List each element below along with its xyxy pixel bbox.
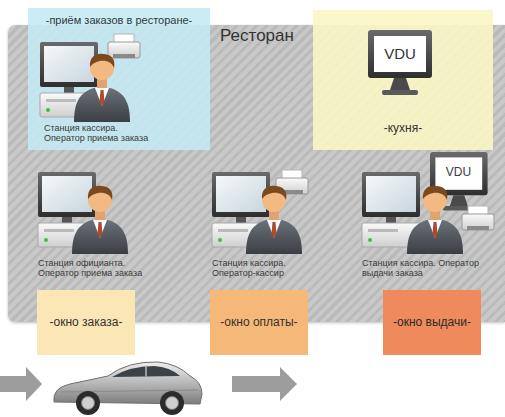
zone-title: -окно заказа-: [50, 316, 123, 330]
operator-icon: [407, 186, 463, 254]
zone-text: -кухня-: [353, 120, 453, 138]
flow-arrow: [0, 367, 42, 401]
computer-icon: [212, 172, 272, 247]
flow-arrow: [232, 367, 297, 401]
computer-icon: [40, 42, 100, 117]
printer-icon: [276, 170, 308, 194]
vdu-label: VDU: [435, 157, 482, 189]
computer-icon: [38, 172, 98, 247]
operator-icon: [246, 186, 302, 254]
vdu-monitor-icon: [368, 30, 432, 95]
zone-title: -окно выдачи-: [393, 316, 471, 330]
order-window: -окно заказа-: [37, 290, 135, 355]
operator-icon: [72, 186, 128, 254]
computer-icon: [362, 172, 422, 247]
station-caption: Станция официанта. Оператор приема заказ…: [38, 258, 154, 279]
printer-icon: [108, 34, 140, 58]
zone-title: -окно оплаты-: [220, 316, 297, 330]
pickup-window: -окно выдачи-: [383, 290, 481, 355]
order-intake-zone: -приём заказов в ресторане- Станция касси…: [28, 8, 210, 150]
vdu-monitor-icon: [430, 152, 488, 211]
operator-icon: [74, 54, 130, 122]
station-caption: Станция кассира. Оператор-кассир: [212, 258, 328, 279]
printer-icon: [462, 206, 494, 230]
car-illustration: [54, 362, 202, 415]
payment-window: -окно оплаты-: [210, 290, 308, 355]
zone-title: -приём заказов в ресторане-: [32, 12, 206, 28]
zone-title: VDU: [374, 36, 426, 72]
zone-text: Станция кассира. Оператор приема заказа: [44, 123, 156, 144]
station-caption: Станция кассира. Оператор выдачи заказа: [362, 258, 482, 279]
kitchen-zone: VDU -кухня-: [313, 10, 493, 150]
